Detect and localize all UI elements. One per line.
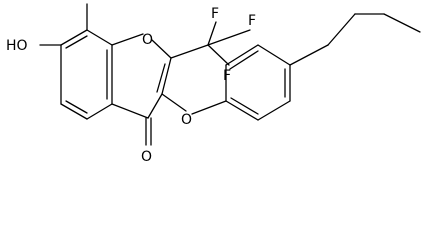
bond: [111, 103, 149, 119]
cf-bond: [207, 44, 230, 66]
bond: [156, 63, 166, 93]
bond: [65, 35, 88, 49]
fluorine-label: F: [211, 6, 219, 22]
bond: [151, 39, 172, 59]
bond: [225, 44, 259, 66]
fluorine-label: F: [223, 68, 231, 84]
cf3-bond: [170, 44, 209, 59]
fluorine-label: F: [248, 13, 256, 29]
bond: [86, 29, 113, 46]
cf-bond: [207, 21, 217, 46]
bond: [257, 100, 291, 121]
cf-bond: [207, 29, 251, 46]
phenyl-ring: [225, 44, 291, 121]
pyranone-ring: [111, 33, 172, 119]
bond: [65, 100, 88, 114]
ether-bond: [191, 100, 227, 115]
propyl-bond: [327, 13, 356, 46]
bond: [225, 100, 259, 121]
bond: [229, 50, 259, 70]
hydroxyl-label: HO: [6, 38, 28, 54]
bond: [86, 103, 113, 120]
bond: [161, 57, 172, 95]
bond: [60, 103, 88, 120]
propyl-bond: [383, 13, 421, 33]
bond: [60, 29, 88, 46]
bond: [147, 93, 163, 119]
bond: [257, 44, 291, 66]
ether-oxygen-label: O: [181, 112, 192, 128]
propyl-bond: [289, 44, 329, 66]
structure-canvas: HO O O O F F F: [6, 3, 421, 165]
bond: [111, 33, 144, 46]
bond: [230, 97, 259, 115]
benzo-ring: [60, 29, 113, 120]
ether-bond: [161, 93, 187, 112]
carbonyl-oxygen-label: O: [141, 149, 152, 165]
molecule-structure: HO O O O F F F: [6, 3, 421, 165]
ring-oxygen-label: O: [142, 32, 153, 48]
